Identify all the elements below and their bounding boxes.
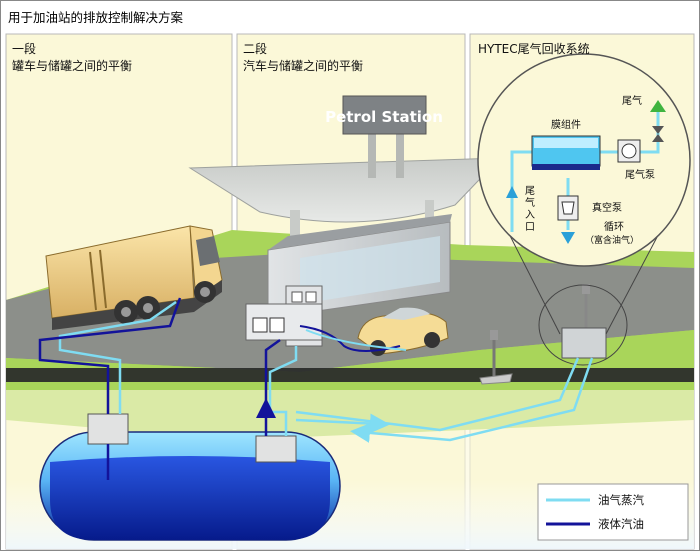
zoom-line-2: [605, 221, 666, 335]
sign-pole: [368, 118, 376, 178]
vapor-pipe-dispenser: [268, 346, 298, 436]
vacuum-pump-label: 真空泵: [592, 201, 622, 214]
tank-fitting-2: [255, 435, 297, 463]
inlet-char-3: 入: [525, 210, 535, 221]
shop-window: [300, 236, 440, 304]
inlet-arrow: [506, 186, 518, 198]
vapor-hose: [305, 329, 407, 351]
exhaust-arrow: [650, 100, 666, 112]
legend-box: [537, 483, 689, 541]
zoom-ring: [538, 284, 628, 366]
exhaust-pump-icon: [621, 143, 637, 159]
section-1-subheading: 罐车与储罐之间的平衡: [12, 59, 133, 73]
inlet-char-2: 气: [525, 196, 535, 209]
valve-icon: [652, 126, 664, 134]
dispenser-display: [291, 291, 303, 303]
inlet-char-1: 尾: [525, 185, 535, 197]
vent-cap: [490, 330, 498, 340]
car: [357, 307, 449, 356]
sign-pole-2: [396, 118, 404, 178]
membrane-base: [532, 164, 600, 170]
tanker-truck: [45, 225, 223, 330]
fuel-hose: [299, 325, 401, 352]
liquid-pipe-truck: [38, 297, 182, 414]
valve-icon-2: [652, 134, 664, 142]
vapor-pipe-hytec: [295, 357, 580, 432]
inlet-char-4: 口: [525, 222, 535, 233]
section-1-heading: 一段: [12, 42, 37, 56]
shop-roof: [268, 214, 452, 250]
curb-grass: [6, 382, 694, 390]
nozzle-slot-2: [269, 317, 285, 333]
vacuum-pump-icon: [561, 201, 575, 215]
vapor-pipe-truck: [58, 300, 177, 414]
page-title: 用于加油站的排放控制解决方案: [8, 10, 184, 25]
membrane-label: 膜组件: [551, 118, 581, 131]
tank-fitting-1: [87, 413, 129, 445]
vent-base: [479, 373, 513, 385]
cycle-arrow: [561, 232, 575, 244]
tank-liquid: [50, 456, 330, 540]
vapor-return-pipe: [350, 357, 594, 443]
hytec-unit: [561, 327, 607, 359]
nozzle-slot-1: [252, 317, 268, 333]
section-3-heading: HYTEC尾气回收系统: [478, 42, 590, 56]
section-2-subheading: 汽车与储罐之间的平衡: [243, 59, 364, 73]
inset-inlet-pipe: [510, 150, 534, 232]
station-sign: [342, 95, 427, 135]
section-2-heading: 二段: [243, 42, 268, 56]
legend-label-vapor: 油气蒸汽: [598, 493, 644, 507]
zoom-line-1: [502, 221, 561, 335]
membrane-highlight: [534, 138, 598, 148]
cycle-note: （富含油气）: [585, 234, 639, 246]
station-sign-text: Petrol Station: [325, 108, 443, 126]
dispenser-display-2: [305, 291, 317, 303]
hytec-cap: [582, 284, 590, 294]
exhaust-label: 尾气: [622, 94, 642, 107]
curb: [6, 368, 694, 382]
legend-label-liquid: 液体汽油: [598, 517, 644, 531]
cycle-label: 循环: [604, 220, 624, 233]
exhaust-pump-label: 尾气泵: [625, 168, 655, 181]
liquid-pipe-dispenser: [264, 338, 281, 402]
canopy: [188, 157, 502, 223]
